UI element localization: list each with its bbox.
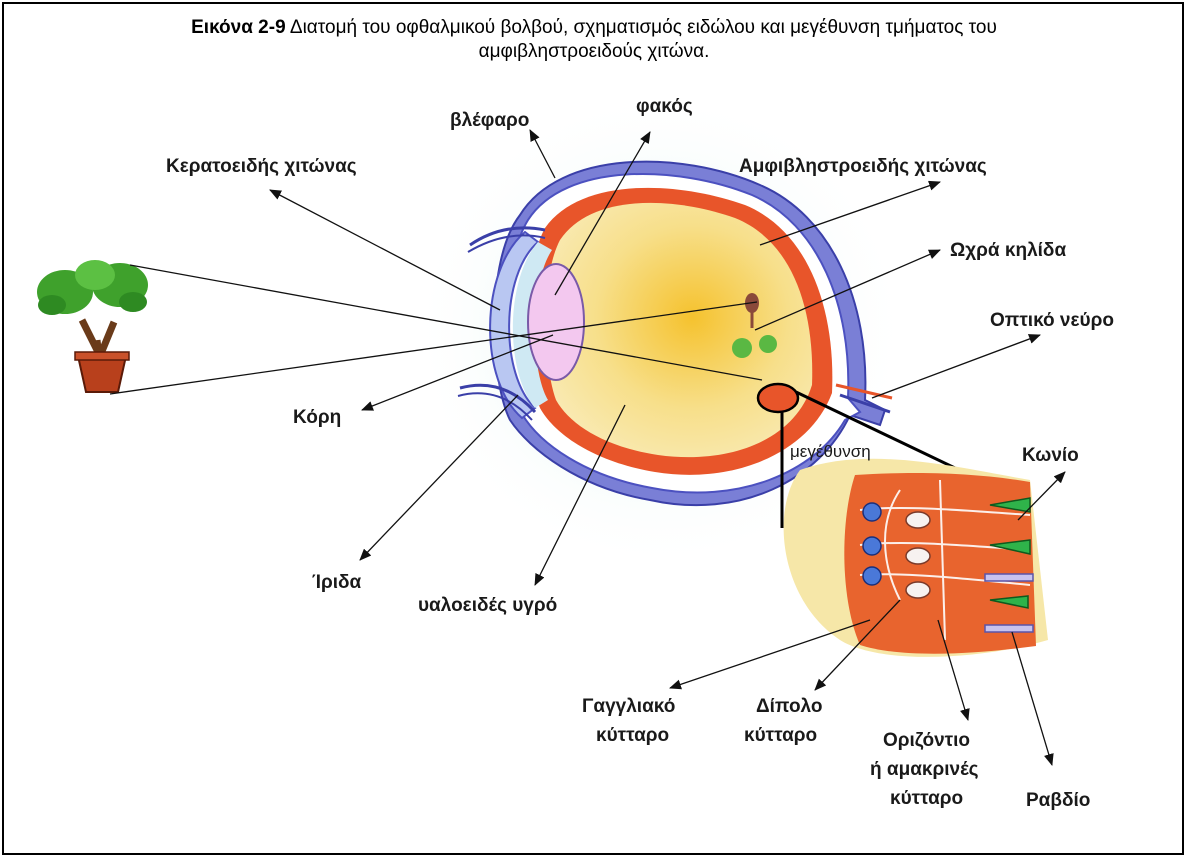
label-fakos: φακός [636,96,693,117]
label-gangliako-1: Γαγγλιακό [582,696,675,717]
retina-magnified-panel [784,459,1048,657]
label-konio: Κωνίο [1022,445,1079,466]
label-ravdio: Ραβδίο [1026,790,1090,811]
plant-pot [78,356,126,392]
label-megethynsi: μεγέθυνση [790,442,871,461]
label-gangliako-2: κύτταρο [596,725,669,746]
magnified-region-marker [758,384,798,412]
label-yaloeides: υαλοειδές υγρό [418,595,557,616]
label-dipolo-2: κύτταρο [744,725,817,746]
label-blefaro: βλέφαρο [450,110,529,131]
label-irida: Ίριδα [312,572,362,593]
label-amfivlistroeidis: Αμφιβληστροειδής χιτώνας [739,156,987,177]
label-orizontio-1: Οριζόντιο [883,730,970,751]
label-optiko: Οπτικό νεύρο [990,310,1114,331]
label-ochra: Ωχρά κηλίδα [950,240,1066,261]
plant-object [37,260,148,392]
label-keratoeidis: Κερατοειδής χιτώνας [166,156,357,177]
label-kori: Κόρη [293,407,341,428]
label-dipolo-1: Δίπολο [756,696,823,717]
label-orizontio-2: ή αμακρινές [870,759,979,780]
label-orizontio-3: κύτταρο [890,788,963,809]
lens [528,264,584,380]
